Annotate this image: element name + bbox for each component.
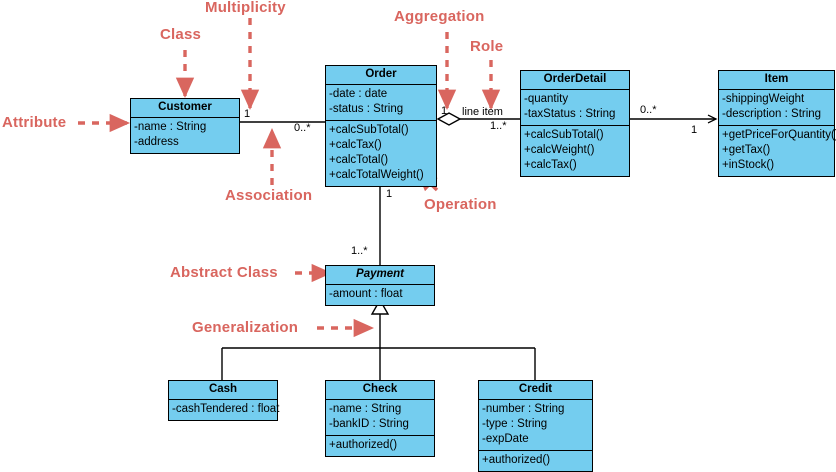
attribute-row: -status : String — [329, 103, 404, 115]
class-box-item[interactable]: Item -shippingWeight -description : Stri… — [718, 70, 836, 177]
operations-compartment-item: +getPriceForQuantity() +getTax() +inStoc… — [719, 126, 836, 176]
operation-row: +authorized() — [329, 439, 398, 451]
operation-row: +getPriceForQuantity() — [722, 129, 836, 141]
operation-row: +calcTotal() — [329, 154, 389, 166]
operations-compartment-credit: +authorized() — [479, 451, 592, 471]
attributes-compartment-order: -date : date -status : String — [326, 85, 436, 121]
operation-row: +authorized() — [482, 454, 551, 466]
operation-row: +calcSubTotal() — [329, 124, 409, 136]
multiplicity-orderdetail-item-side: 0..* — [640, 104, 657, 116]
operations-compartment-orderdetail: +calcSubTotal() +calcWeight() +calcTax() — [521, 126, 629, 176]
annotation-role: Role — [470, 38, 504, 55]
attributes-compartment-item: -shippingWeight -description : String — [719, 90, 834, 126]
annotation-abstract-class: Abstract Class — [170, 264, 278, 281]
operation-row: +inStock() — [722, 159, 775, 171]
attribute-row: -shippingWeight — [722, 93, 805, 105]
class-name-orderdetail: OrderDetail — [521, 71, 629, 90]
multiplicity-order-aggregation-side: 1 — [441, 105, 448, 117]
class-name-customer: Customer — [131, 99, 239, 118]
annotation-aggregation: Aggregation — [394, 8, 485, 25]
class-name-cash: Cash — [169, 381, 277, 400]
attribute-row: -bankID : String — [329, 418, 409, 430]
annotation-multiplicity: Multiplicity — [205, 0, 286, 16]
attribute-row: -number : String — [482, 403, 565, 415]
annotation-class: Class — [160, 26, 202, 43]
annotation-attribute: Attribute — [2, 114, 67, 131]
operations-compartment-order: +calcSubTotal() +calcTax() +calcTotal() … — [326, 121, 436, 186]
role-label-line-item: line item — [462, 106, 503, 118]
class-box-credit[interactable]: Credit -number : String -type : String -… — [478, 380, 593, 472]
attributes-compartment-payment: -amount : float — [326, 285, 434, 305]
class-box-order[interactable]: Order -date : date -status : String +cal… — [325, 65, 437, 187]
attribute-row: -quantity — [524, 93, 569, 105]
annotation-operation: Operation — [424, 196, 497, 213]
operation-row: +getTax() — [722, 144, 771, 156]
operation-row: +calcTotalWeight() — [329, 169, 424, 181]
operation-row: +calcTax() — [524, 159, 577, 171]
class-name-item: Item — [719, 71, 834, 90]
attribute-row: -description : String — [722, 108, 822, 120]
multiplicity-order-side: 0..* — [294, 122, 311, 134]
class-box-orderdetail[interactable]: OrderDetail -quantity -taxStatus : Strin… — [520, 70, 630, 177]
attributes-compartment-customer: -name : String -address — [131, 118, 239, 153]
operation-row: +calcWeight() — [524, 144, 595, 156]
attributes-compartment-credit: -number : String -type : String -expDate — [479, 400, 592, 451]
class-name-order: Order — [326, 66, 436, 85]
attribute-row: -name : String — [134, 121, 207, 133]
class-box-payment[interactable]: Payment -amount : float — [325, 265, 435, 306]
aggregation-diamond — [436, 112, 462, 126]
attribute-row: -expDate — [482, 433, 529, 445]
class-name-credit: Credit — [479, 381, 592, 400]
multiplicity-orderdetail-side: 1..* — [490, 120, 507, 132]
attributes-compartment-orderdetail: -quantity -taxStatus : String — [521, 90, 629, 126]
attributes-compartment-cash: -cashTendered : float — [169, 400, 280, 420]
attributes-compartment-check: -name : String -bankID : String — [326, 400, 434, 436]
operation-row: +calcTax() — [329, 139, 382, 151]
operations-compartment-check: +authorized() — [326, 436, 434, 456]
attribute-row: -name : String — [329, 403, 402, 415]
attribute-row: -cashTendered : float — [172, 403, 280, 415]
attribute-row: -address — [134, 136, 179, 148]
operation-row: +calcSubTotal() — [524, 129, 604, 141]
attribute-row: -taxStatus : String — [524, 108, 616, 120]
attribute-row: -amount : float — [329, 288, 403, 300]
class-box-check[interactable]: Check -name : String -bankID : String +a… — [325, 380, 435, 457]
attribute-row: -date : date — [329, 88, 388, 100]
multiplicity-payment-side: 1..* — [351, 245, 368, 257]
multiplicity-customer-side: 1 — [244, 108, 251, 120]
annotation-association: Association — [225, 187, 313, 204]
class-box-customer[interactable]: Customer -name : String -address — [130, 98, 240, 154]
attribute-row: -type : String — [482, 418, 548, 430]
multiplicity-order-payment-side: 1 — [386, 188, 393, 200]
annotation-generalization: Generalization — [192, 319, 299, 336]
class-box-cash[interactable]: Cash -cashTendered : float — [168, 380, 280, 421]
multiplicity-item-side: 1 — [691, 124, 698, 136]
class-name-check: Check — [326, 381, 434, 400]
class-name-payment: Payment — [326, 266, 434, 285]
